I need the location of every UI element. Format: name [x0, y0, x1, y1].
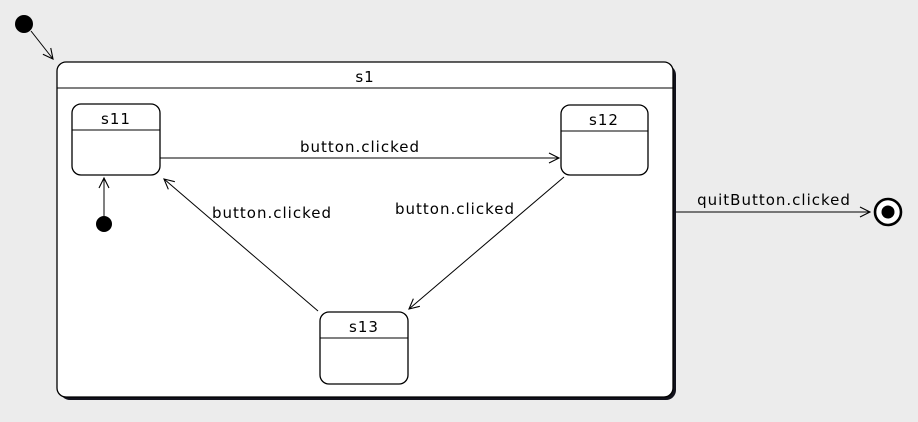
- transition-s13-to-s11[interactable]: [163, 178, 319, 312]
- transition-s11-to-s12-label: button.clicked: [300, 138, 420, 156]
- s12-title-label: s12: [589, 111, 619, 129]
- inner-initial-state-marker[interactable]: [96, 216, 112, 232]
- s11-title-label: s11: [101, 110, 131, 128]
- transition-s13-to-s11-label: button.clicked: [212, 204, 332, 222]
- s1-title-label: s1: [355, 68, 374, 86]
- state-s11[interactable]: [71, 103, 161, 176]
- transition-s12-to-s13-label: button.clicked: [395, 200, 515, 218]
- initial-state-marker[interactable]: [15, 15, 33, 33]
- state-s12[interactable]: [560, 104, 649, 176]
- state-s13[interactable]: [319, 311, 409, 385]
- final-state-inner-dot: [881, 205, 895, 219]
- transition-s12-to-s13[interactable]: [408, 176, 565, 310]
- composite-state-s1[interactable]: [56, 61, 674, 398]
- s13-title-label: s13: [349, 318, 379, 336]
- transition-s1-to-final-label: quitButton.clicked: [697, 191, 851, 209]
- initial-transition-arrow[interactable]: [30, 30, 54, 60]
